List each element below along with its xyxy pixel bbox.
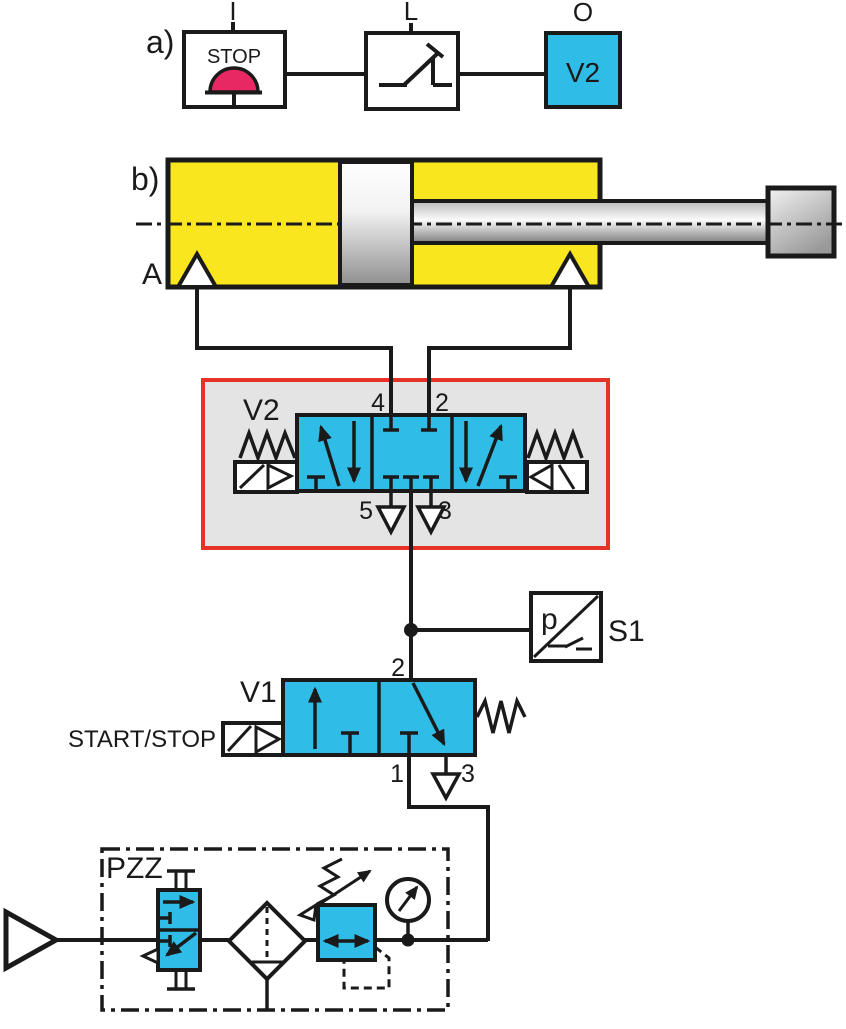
- exhaust-icon-port5: [375, 505, 407, 536]
- flow-arrow: [165, 931, 198, 957]
- pilot-triangle-icon: [527, 462, 554, 492]
- exhaust-icon-port3: [415, 505, 447, 536]
- v1-port1-label: 1: [390, 760, 404, 788]
- pilot-triangle-icon: [266, 462, 295, 491]
- v2-port3-label: 3: [438, 497, 452, 525]
- v1-port3-label: 3: [461, 760, 475, 788]
- flow-arrow: [476, 423, 503, 487]
- pressure-sensor-s1: p S1: [411, 591, 645, 663]
- solenoid-stroke: [557, 464, 576, 490]
- solenoid-pilot-v1-icon: [221, 721, 285, 757]
- sensor-diagonal: [532, 594, 600, 659]
- valve-v1-position-left: [307, 686, 359, 755]
- sensor-s1-label: S1: [608, 615, 645, 648]
- logic-flow-diagram: a) I STOP L O V2: [146, 0, 622, 111]
- logic-block: [364, 31, 460, 111]
- mushroom-button-icon: [205, 66, 262, 107]
- rod-end-block: [765, 185, 837, 259]
- pressure-regulator: [296, 857, 391, 990]
- valve-v2: V2: [233, 389, 589, 536]
- valve-v1-position-right: [400, 682, 446, 755]
- valve-v2-position-right: [458, 421, 517, 491]
- sensor-switch-contact-icon: [548, 636, 592, 651]
- pressure-gauge-icon: [385, 877, 431, 947]
- v2-port2-label: 2: [435, 389, 449, 417]
- filter-icon: [226, 900, 308, 1010]
- piston-rod: [410, 199, 772, 245]
- piston: [338, 160, 414, 287]
- input-block-label: I: [229, 0, 236, 26]
- switch-contact-icon: [379, 42, 452, 87]
- tube-cylinder-port2: [427, 287, 572, 416]
- solenoid-stroke: [226, 724, 253, 753]
- solenoid-pilot-right-icon: [525, 460, 589, 494]
- start-stop-label: START/STOP: [68, 726, 216, 753]
- shutoff-valve: [139, 869, 202, 991]
- v1-port2-label: 2: [391, 654, 405, 682]
- pzz-label: PZZ: [106, 852, 163, 885]
- contact-slant: [564, 636, 584, 649]
- valve-v2-position-centre: [383, 415, 439, 491]
- spring-icon: [526, 427, 584, 464]
- exhaust-icon-left: [139, 946, 160, 966]
- logic-block-label: L: [404, 0, 418, 26]
- valve-v2-position-left: [307, 421, 362, 491]
- solenoid-pilot-left-icon: [233, 460, 299, 494]
- valve-v2-label: V2: [243, 394, 280, 427]
- v2-port5-label: 5: [359, 497, 373, 525]
- adjust-arrow-tail-icon: [296, 902, 318, 923]
- tube-cylinder-port4: [195, 287, 393, 416]
- supply-line-pzz-v1: [407, 755, 490, 941]
- output-block-label: O: [573, 0, 593, 27]
- air-service-unit-pzz: PZZ: [3, 847, 488, 1012]
- cylinder-port-label: A: [142, 258, 162, 291]
- output-block: [544, 31, 622, 109]
- valve-v1: V1 START/STOP 2 1 3: [68, 654, 527, 802]
- exhaust-icon-v1: [430, 772, 462, 802]
- pilot-triangle-icon: [254, 724, 283, 755]
- stop-text: STOP: [207, 46, 261, 68]
- junction-dot: [401, 933, 415, 947]
- flow-arrow: [318, 424, 341, 487]
- pneumatic-cylinder: b) A: [131, 157, 845, 291]
- gauge-needle: [397, 885, 419, 912]
- regulator-body: [316, 903, 377, 962]
- spring-icon: [238, 427, 297, 464]
- output-block-text: V2: [566, 57, 600, 88]
- spring-icon: [475, 695, 527, 734]
- v2-port4-label: 4: [371, 389, 385, 417]
- sensor-pressure-symbol: p: [541, 603, 558, 636]
- flow-arrow: [411, 682, 446, 747]
- solenoid-stroke: [238, 463, 266, 490]
- air-supply-icon: [3, 907, 62, 973]
- valve-v1-label: V1: [240, 676, 277, 709]
- adjust-arrow: [311, 869, 372, 911]
- pzz-boundary: [100, 847, 450, 1012]
- section-a-label: a): [146, 24, 174, 60]
- section-b-label: b): [131, 161, 159, 197]
